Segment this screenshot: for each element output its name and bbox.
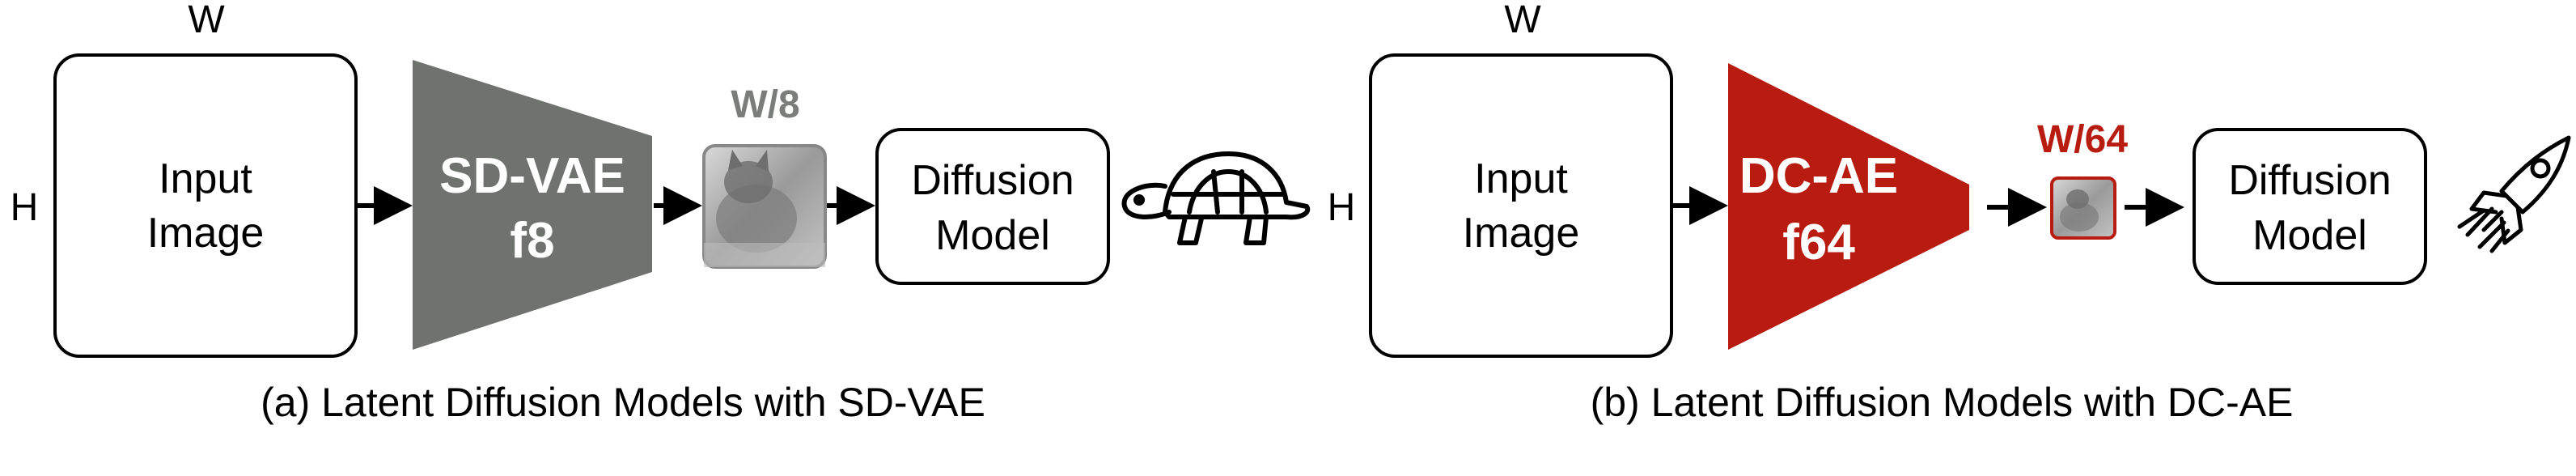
sd-vae-encoder — [413, 60, 652, 350]
panel-a: W H Input Image SD-VAE f8 W/8 Diffusion … — [11, 0, 1311, 425]
input-image-label-1: Input — [1474, 155, 1568, 202]
dc-ae-encoder — [1728, 63, 1969, 350]
latent-image-thumbnail — [702, 144, 827, 269]
encoder-label-1: SD-VAE — [439, 148, 625, 204]
height-label: H — [1328, 186, 1356, 229]
latent-image-thumbnail — [2050, 176, 2116, 240]
diffusion-model-box — [875, 128, 1110, 285]
diffusion-model-box — [2193, 128, 2427, 285]
rocket-icon — [2457, 135, 2571, 253]
latent-size-label: W/64 — [2037, 118, 2128, 161]
diffusion-model-label-1: Diffusion — [911, 157, 1074, 204]
encoder-label-2: f8 — [510, 213, 554, 269]
width-label: W — [188, 0, 225, 41]
turtle-icon — [1121, 151, 1311, 245]
panel-b: W H Input Image DC-AE f64 W/64 Diffusion… — [1328, 0, 2571, 425]
input-image-box — [1369, 53, 1673, 358]
input-image-box — [53, 53, 358, 358]
input-image-label-2: Image — [147, 210, 265, 257]
caption: (b) Latent Diffusion Models with DC-AE — [1591, 380, 2294, 425]
diffusion-model-label-2: Model — [2252, 212, 2367, 259]
encoder-label-1: DC-AE — [1739, 148, 1898, 204]
diffusion-model-label-1: Diffusion — [2228, 157, 2391, 204]
width-label: W — [1504, 0, 1541, 41]
height-label: H — [11, 186, 39, 229]
caption: (a) Latent Diffusion Models with SD-VAE — [261, 380, 985, 425]
input-image-label-2: Image — [1463, 210, 1580, 257]
encoder-label-2: f64 — [1782, 215, 1855, 270]
latent-size-label: W/8 — [731, 83, 799, 126]
diffusion-model-label-2: Model — [935, 212, 1050, 259]
input-image-label-1: Input — [159, 155, 252, 202]
